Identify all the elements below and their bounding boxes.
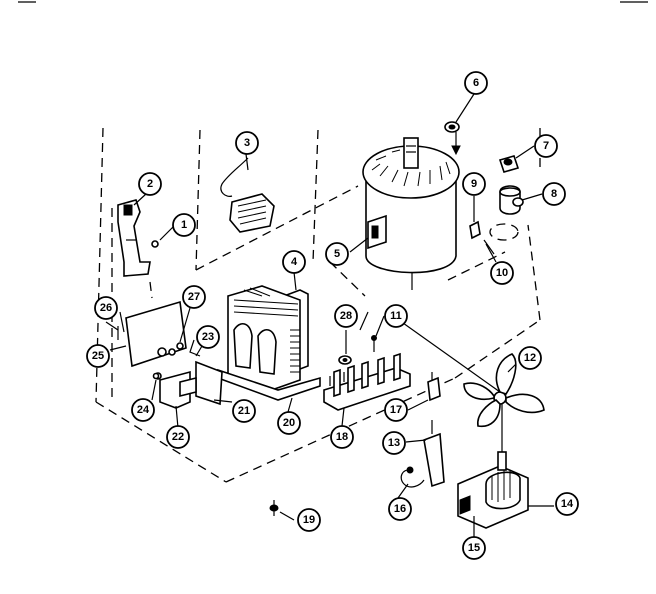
capacitor-parts [498, 155, 524, 215]
callout-20: 20 [277, 411, 301, 435]
callout-label: 14 [561, 498, 574, 510]
callout-8: 8 [542, 182, 566, 206]
leader-lines [105, 93, 554, 538]
callout-label: 11 [390, 310, 402, 322]
callout-2: 2 [138, 172, 162, 196]
callout-15: 15 [462, 536, 486, 560]
callout-16: 16 [388, 497, 412, 521]
callout-13: 13 [382, 431, 406, 455]
callout-12: 12 [518, 346, 542, 370]
callout-label: 2 [147, 178, 153, 190]
callout-label: 15 [468, 542, 480, 554]
callout-label: 27 [188, 291, 200, 303]
callout-label: 17 [390, 404, 402, 416]
callout-26: 26 [94, 296, 118, 320]
callout-label: 13 [388, 437, 400, 449]
wire-harness-part [400, 420, 445, 488]
callout-10: 10 [490, 261, 514, 285]
callout-label: 10 [496, 267, 508, 279]
panel-part [119, 300, 187, 368]
callout-22: 22 [166, 425, 190, 449]
callout-label: 16 [394, 503, 406, 515]
callout-3: 3 [235, 131, 259, 155]
callout-label: 1 [181, 219, 187, 231]
callout-6: 6 [464, 71, 488, 95]
callout-label: 25 [92, 350, 104, 362]
callout-label: 23 [202, 331, 214, 343]
transformer-part [220, 157, 275, 233]
terminal-block-part [323, 352, 411, 411]
callout-label: 8 [551, 188, 557, 200]
callout-28: 28 [334, 304, 358, 328]
callout-label: 4 [291, 256, 298, 268]
clip-part [469, 220, 519, 255]
hardware-parts [338, 311, 377, 365]
callout-24: 24 [131, 398, 155, 422]
screw-part [269, 500, 279, 516]
motor-part [362, 137, 460, 290]
callout-9: 9 [462, 172, 486, 196]
callout-label: 12 [524, 352, 536, 364]
callout-label: 20 [283, 417, 295, 429]
callout-label: 9 [471, 178, 477, 190]
fan-motor-part [457, 404, 529, 529]
callout-label: 28 [340, 310, 352, 322]
callout-11: 11 [384, 304, 408, 328]
condenser-assembly-part [217, 285, 321, 401]
callout-label: 22 [172, 431, 184, 443]
callout-17: 17 [384, 398, 408, 422]
callout-label: 5 [334, 248, 340, 260]
callout-label: 26 [100, 302, 112, 314]
callout-18: 18 [330, 425, 354, 449]
callout-label: 21 [238, 405, 250, 417]
callout-25: 25 [86, 344, 110, 368]
callout-label: 6 [473, 77, 479, 89]
callout-19: 19 [297, 508, 321, 532]
callout-23: 23 [196, 325, 220, 349]
nut-part [444, 121, 461, 156]
callout-14: 14 [555, 492, 579, 516]
small-bracket-part [427, 372, 441, 402]
callout-label: 3 [244, 137, 250, 149]
fan-blade-part [395, 317, 545, 428]
bracket-part [117, 199, 159, 277]
callout-5: 5 [325, 242, 349, 266]
callout-27: 27 [182, 285, 206, 309]
lower-bracket-parts [154, 360, 223, 409]
callout-4: 4 [282, 250, 306, 274]
callout-label: 18 [336, 431, 348, 443]
callout-1: 1 [172, 213, 196, 237]
callout-label: 7 [543, 140, 549, 152]
callout-7: 7 [534, 134, 558, 158]
callout-label: 19 [303, 514, 315, 526]
callout-label: 24 [137, 404, 150, 416]
callout-21: 21 [232, 399, 256, 423]
